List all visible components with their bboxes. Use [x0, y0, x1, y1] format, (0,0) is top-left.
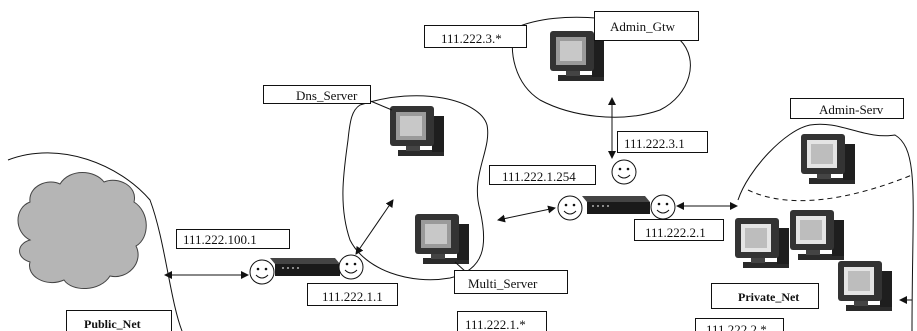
private-interface-face-icon	[650, 194, 676, 220]
internet-cloud	[17, 172, 147, 289]
private-net-address-label: 111.222.2.*	[695, 318, 784, 331]
admin-gtw-label: Admin_Gtw	[594, 11, 699, 41]
dmz-gateway-ip-label: 111.222.1.254	[489, 165, 596, 185]
private-gateway-ip-label: 111.222.2.1	[634, 219, 724, 241]
dmz-region	[342, 95, 489, 281]
public-net-label: Public_Net	[66, 310, 172, 331]
dns-server-label: Dns_Server	[263, 85, 371, 104]
private-firewall-router	[582, 196, 650, 214]
public-net-region	[7, 152, 183, 331]
private-computer-1-icon	[735, 218, 789, 268]
private-divider	[747, 174, 913, 202]
admin-serv-label: Admin-Serv	[790, 98, 904, 119]
multi-server-computer-icon	[415, 214, 469, 264]
private-computer-2-icon	[790, 210, 844, 260]
private-region	[737, 123, 914, 331]
dmz-side-interface-face-icon	[557, 195, 583, 221]
dmz-net-address-label: 111.222.1.*	[457, 311, 547, 331]
dmz-interface-face-icon	[338, 254, 364, 280]
callout-dns-server	[367, 99, 393, 111]
private-net-label: Private_Net	[711, 283, 819, 309]
dmz-firewall-ip-label: 111.222.1.1	[307, 283, 398, 306]
public-firewall-router	[270, 258, 340, 276]
link-dmz-router	[497, 205, 556, 223]
admin-interface-face-icon	[611, 159, 637, 185]
admin-server-computer-icon	[801, 134, 855, 184]
public-gateway-ip-label: 111.222.100.1	[176, 229, 290, 249]
multi-server-label: Multi_Server	[454, 270, 568, 294]
public-interface-face-icon	[249, 259, 275, 285]
admin-net-address-label: 111.222.3.*	[424, 25, 527, 48]
dns-server-computer-icon	[390, 106, 444, 156]
admin-gateway-ip-label: 111.222.3.1	[617, 131, 708, 153]
link-firewall-dmz	[355, 199, 394, 255]
private-computer-3-icon	[838, 261, 892, 311]
